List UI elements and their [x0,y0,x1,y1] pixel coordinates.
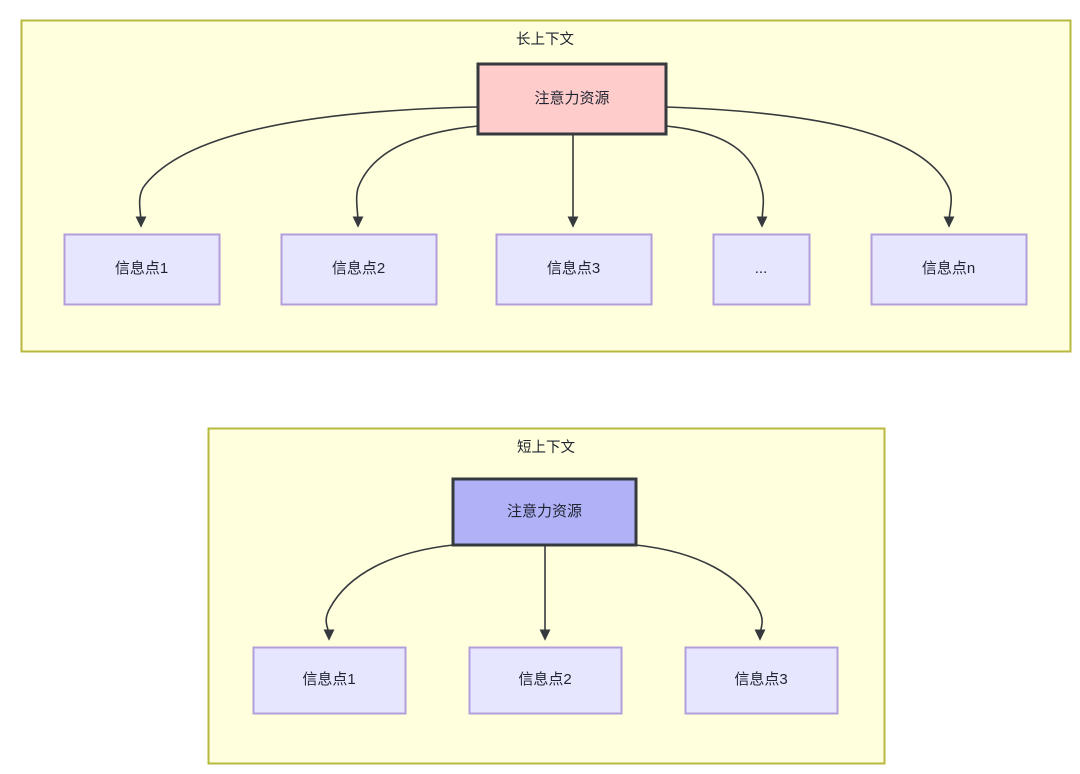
node-attention-resource-short[interactable] [451,477,638,547]
node-long-context-info-point-2[interactable] [280,233,438,306]
edge-edge-short-1 [323,544,454,641]
edge-edge-short-3 [635,544,766,641]
edge-edge-long-5 [665,106,955,228]
node-long-context-info-point-3[interactable] [495,233,653,306]
node-short-context-info-point-2[interactable] [468,646,623,715]
edge-edge-long-4 [665,125,768,228]
node-long-context-info-point-n[interactable] [870,233,1028,306]
group-title-long-context: 长上下文 [516,31,574,48]
node-short-context-info-point-1[interactable] [252,646,407,715]
edge-edge-long-2 [352,125,479,228]
node-long-context-info-point-ellipsis[interactable] [712,233,811,306]
node-short-context-info-point-3[interactable] [684,646,839,715]
edge-edge-long-1 [135,106,479,228]
group-title-short-context: 短上下文 [517,439,575,456]
node-long-context-info-point-1[interactable] [63,233,221,306]
node-attention-resource-long[interactable] [476,62,668,136]
